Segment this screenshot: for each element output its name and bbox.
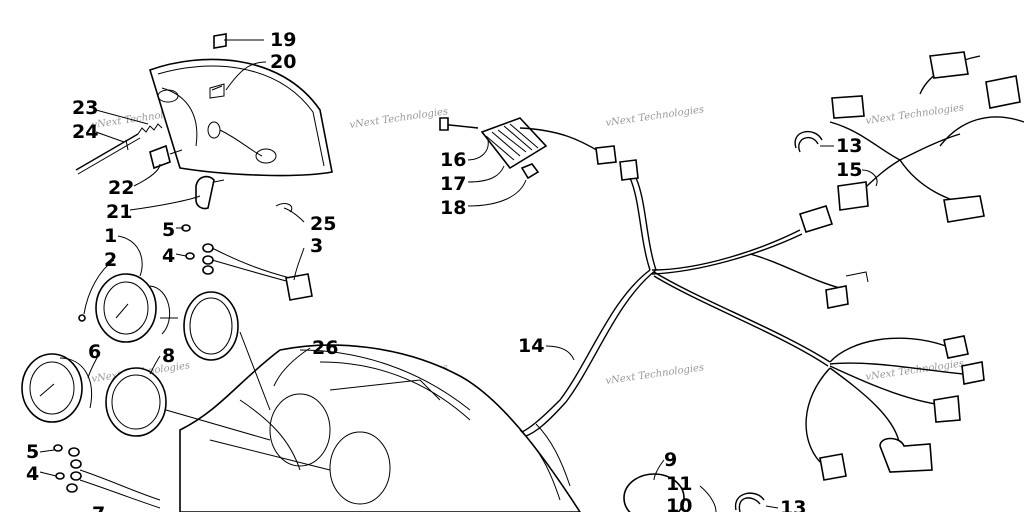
headlight-assembly: [75, 33, 333, 213]
callout-24: 24: [72, 121, 98, 143]
callout-11: 11: [666, 473, 692, 495]
callout-21: 21: [106, 201, 132, 223]
watermark-3: vNext Technologies: [605, 104, 705, 129]
callout-20: 20: [270, 51, 296, 73]
callout-13-upper: 13: [836, 135, 862, 157]
gauges: [21, 224, 313, 509]
watermark-4: vNext Technologies: [865, 102, 965, 127]
callout-5-upper: 5: [162, 219, 175, 241]
callout-5-lower: 5: [26, 441, 39, 463]
callout-14: 14: [518, 335, 544, 357]
callout-9: 9: [664, 449, 677, 471]
callout-25: 25: [310, 213, 336, 235]
callout-4-upper: 4: [162, 245, 175, 267]
callout-2: 2: [104, 249, 117, 271]
callout-13-lower: 13: [780, 497, 806, 512]
watermark-8: vNext Technologies: [865, 358, 965, 383]
callout-10: 10: [666, 495, 692, 512]
callout-22: 22: [108, 177, 134, 199]
callout-3: 3: [310, 235, 323, 257]
callout-16: 16: [440, 149, 466, 171]
callout-1: 1: [104, 225, 117, 247]
callout-4-lower: 4: [26, 463, 39, 485]
callout-17: 17: [440, 173, 466, 195]
hood-panel: [165, 331, 717, 512]
watermark-7: vNext Technologies: [605, 362, 705, 387]
wiring-harness: [521, 51, 1024, 512]
callout-7: 7: [92, 503, 105, 512]
callout-6: 6: [88, 341, 101, 363]
leader-lines: [39, 39, 878, 509]
callouts: 19 20 23 24 22 21 25 5 4 3 1 2 6 8 5 4 7…: [26, 29, 862, 512]
callout-23: 23: [72, 97, 98, 119]
voltage-regulator: [439, 117, 639, 181]
callout-26: 26: [312, 337, 338, 359]
callout-15: 15: [836, 159, 862, 181]
watermark-1: vNext Technologies: [349, 106, 449, 131]
callout-19: 19: [270, 29, 296, 51]
callout-18: 18: [440, 197, 466, 219]
callout-8: 8: [162, 345, 175, 367]
